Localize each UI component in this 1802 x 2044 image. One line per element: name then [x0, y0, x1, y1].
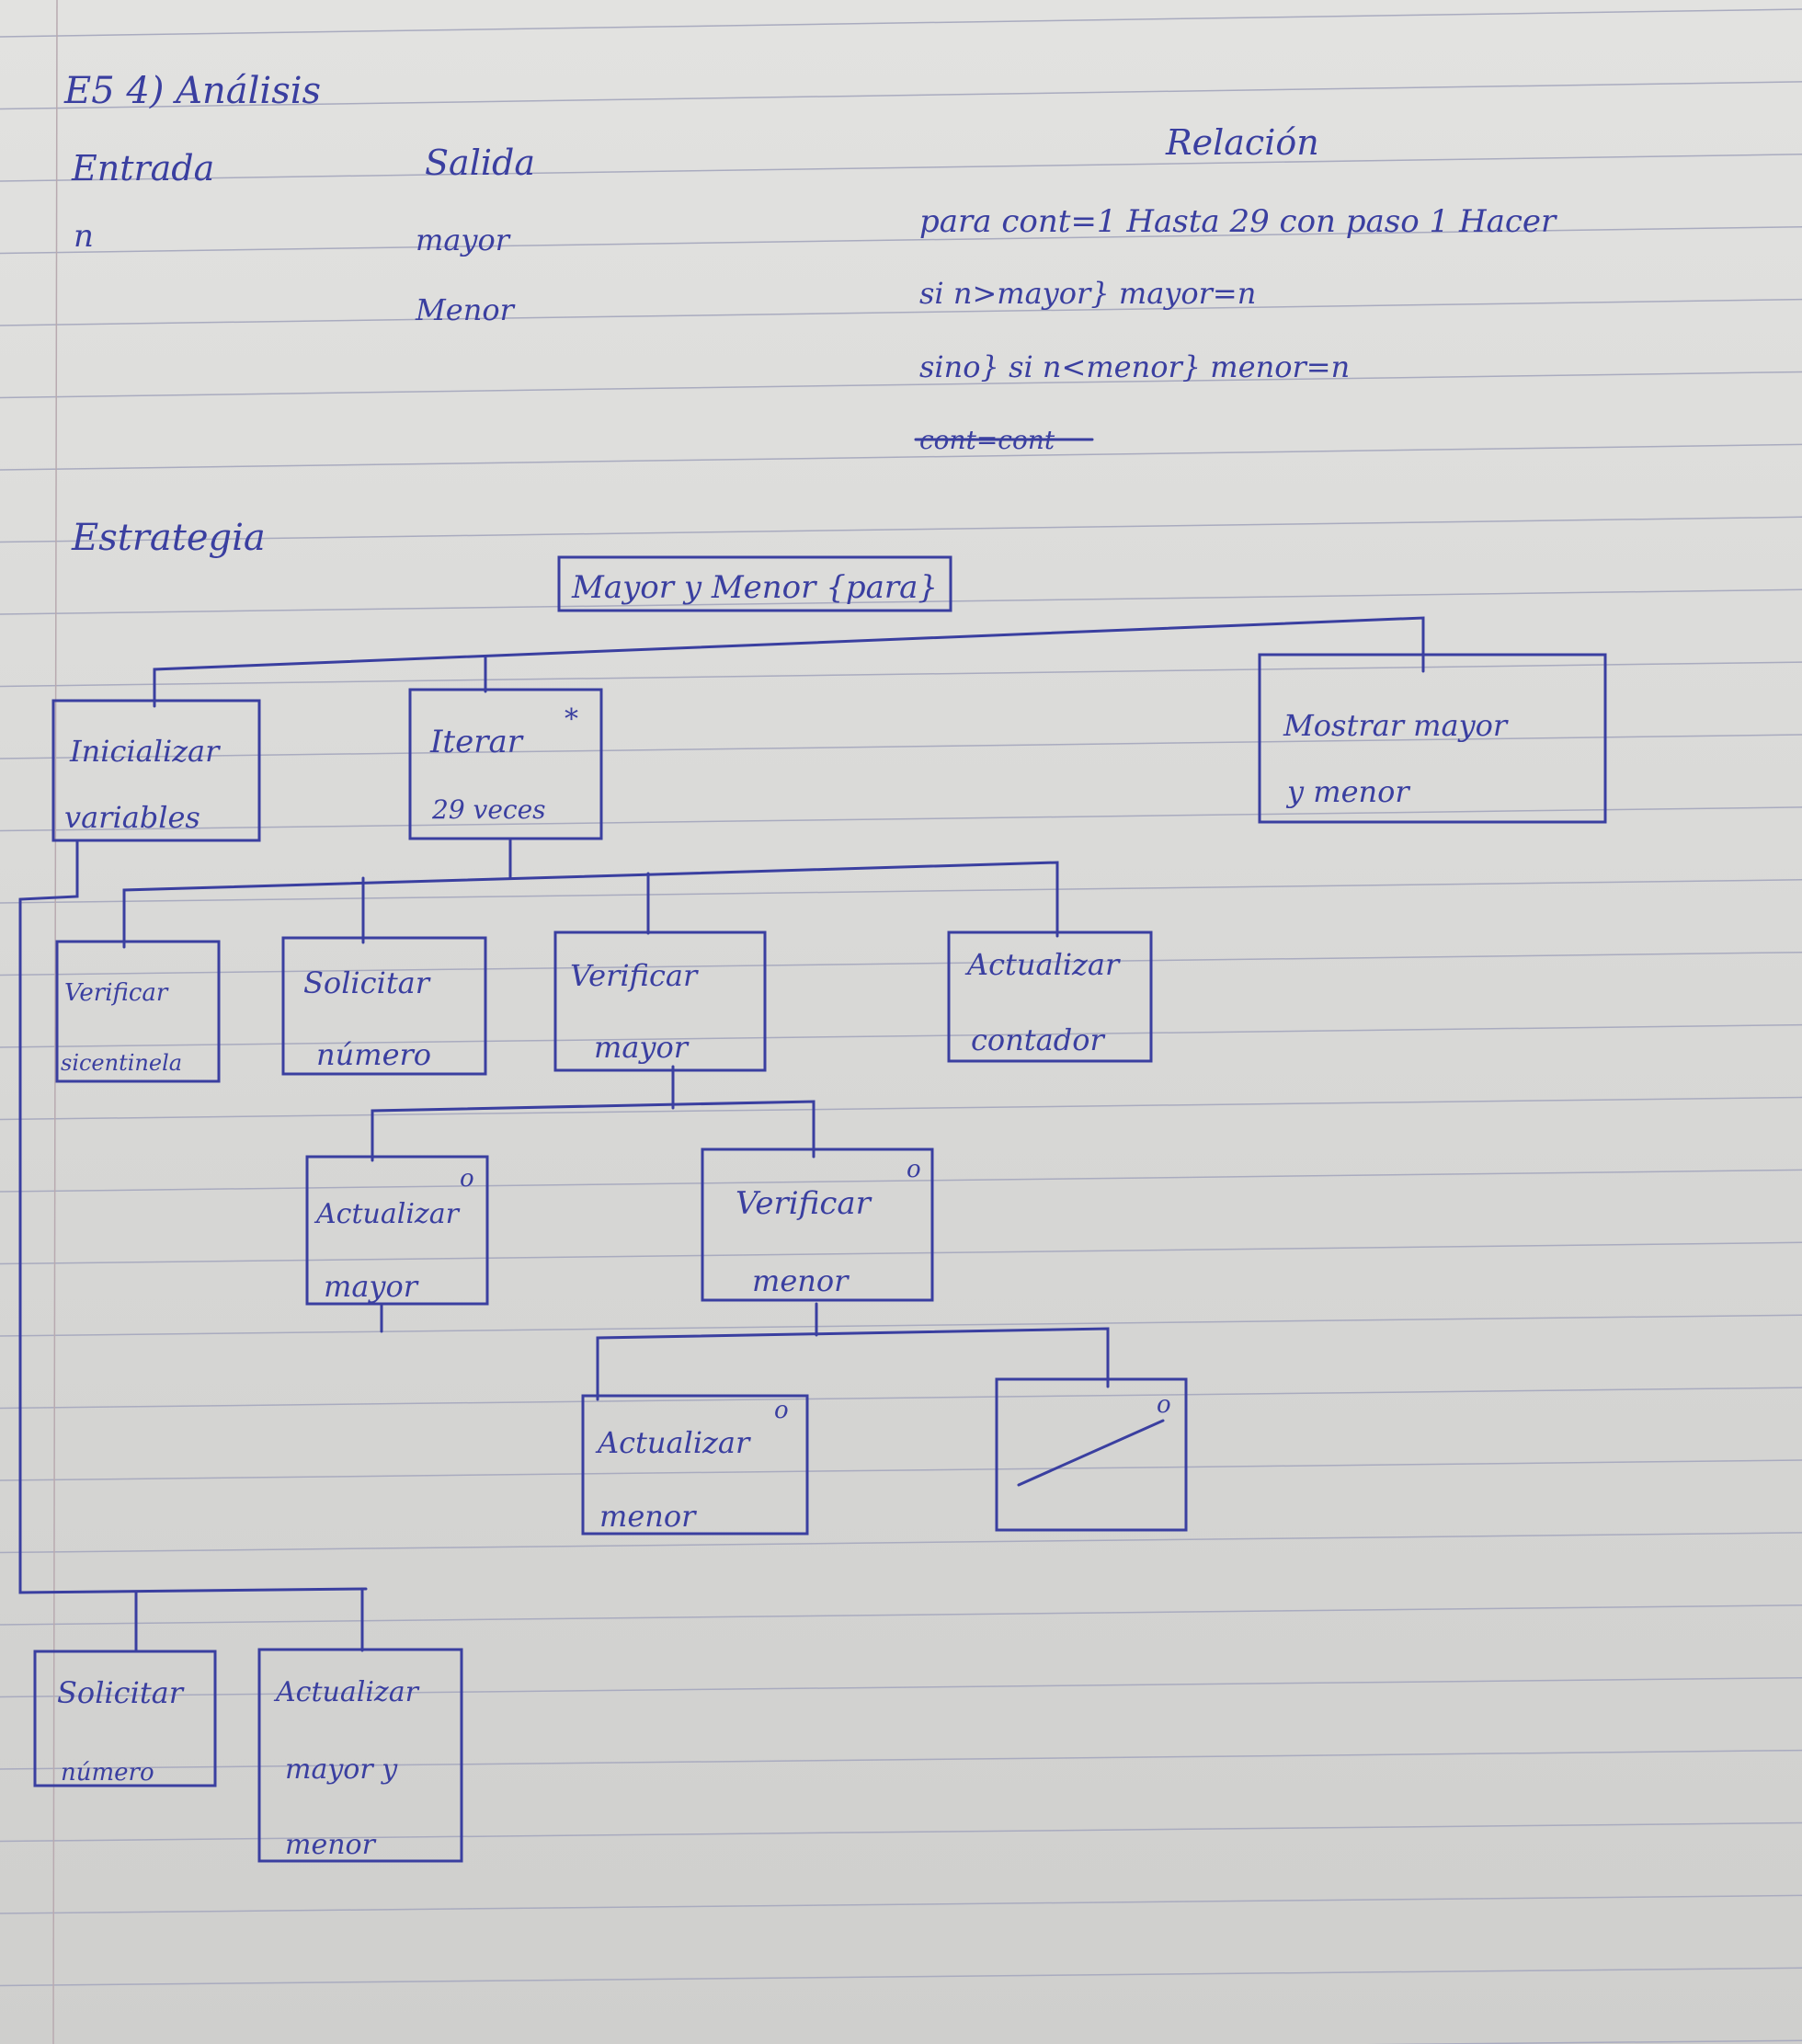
ruled-line	[0, 1894, 1802, 1914]
update-min-mark: o	[774, 1397, 789, 1424]
request-number-label-2: número	[316, 1037, 431, 1072]
relation-line-3: sino} si n<menor} menor=n	[919, 349, 1350, 384]
request-number-label-1: Solicitar	[303, 965, 431, 1000]
ruled-line	[0, 371, 1802, 399]
ruled-line	[0, 1604, 1802, 1626]
init-update-label-1: Actualizar	[273, 1676, 420, 1708]
ruled-line	[0, 1023, 1802, 1048]
show-box	[1258, 653, 1607, 824]
output-item-menor: Menor	[415, 292, 516, 327]
ruled-line	[0, 661, 1802, 688]
ruled-line	[0, 1459, 1802, 1481]
output-header: Salida	[425, 143, 535, 183]
ruled-line	[0, 1532, 1802, 1554]
ruled-line	[0, 1169, 1802, 1193]
ruled-line	[0, 1676, 1802, 1698]
ruled-line	[0, 298, 1802, 326]
relation-line-2: si n>mayor} mayor=n	[919, 276, 1256, 311]
check-min-label-2: menor	[752, 1263, 850, 1298]
ruled-line	[0, 1314, 1802, 1337]
ruled-line	[0, 1749, 1802, 1770]
ruled-line	[0, 8, 1802, 38]
ruled-line	[0, 516, 1802, 543]
check-max-box	[553, 931, 767, 1072]
request-number-box	[281, 936, 487, 1076]
ruled-line	[0, 1967, 1802, 1987]
root-box	[557, 555, 952, 612]
analysis-title: E5 4) Análisis	[63, 70, 321, 112]
check-sentinel-label-2: sicentinela	[61, 1050, 182, 1076]
empty-box	[995, 1377, 1188, 1532]
init-request-label-1: Solicitar	[57, 1675, 185, 1710]
empty-box-slash	[1017, 1419, 1165, 1487]
ruled-line	[0, 1387, 1802, 1410]
update-counter-box	[947, 931, 1153, 1063]
init-label-1: Inicializar	[69, 734, 221, 769]
iterate-label-2: 29 veces	[431, 794, 546, 825]
init-label-2: variables	[64, 800, 200, 835]
ruled-line	[0, 154, 1802, 182]
tree-connectors	[18, 616, 1425, 1652]
init-update-box	[257, 1648, 463, 1863]
output-item-mayor: mayor	[416, 223, 511, 257]
ruled-line	[0, 1096, 1802, 1121]
iterate-mark: *	[565, 703, 578, 736]
update-max-mark: o	[460, 1165, 474, 1193]
init-update-label-3: menor	[285, 1829, 377, 1861]
init-request-label-2: número	[61, 1759, 154, 1787]
input-header: Entrada	[71, 148, 214, 188]
input-item: n	[74, 218, 94, 255]
strategy-title: Estrategia	[71, 517, 266, 559]
check-min-label-1: Verificar	[736, 1185, 872, 1222]
update-min-label-2: menor	[599, 1499, 697, 1534]
ruled-line	[0, 443, 1802, 471]
update-min-box	[581, 1394, 809, 1536]
margin-line	[52, 0, 58, 2044]
ruled-line	[0, 81, 1802, 110]
check-sentinel-label-1: Verificar	[64, 979, 169, 1007]
update-max-label-1: Actualizar	[314, 1198, 461, 1230]
relation-header: Relación	[1165, 122, 1319, 163]
ruled-line	[0, 588, 1802, 615]
empty-mark: o	[1157, 1391, 1171, 1419]
show-label-2: y menor	[1285, 774, 1410, 809]
iterate-box	[408, 688, 603, 840]
relation-line-1: para cont=1 Hasta 29 con paso 1 Hacer	[919, 203, 1557, 240]
root-bar	[153, 616, 1425, 708]
check-max-label-2: mayor	[594, 1030, 690, 1065]
update-max-box	[305, 1155, 489, 1306]
tree-boxes	[33, 555, 1607, 1863]
check-sentinel-box	[55, 940, 221, 1083]
init-request-box	[33, 1650, 217, 1787]
check-max-label-1: Verificar	[570, 958, 699, 993]
ruled-line	[1365, 2039, 1802, 2044]
update-min-label-1: Actualizar	[595, 1425, 751, 1460]
show-label-1: Mostrar mayor	[1283, 708, 1509, 743]
iterate-label-1: Iterar	[429, 724, 524, 760]
ruled-line	[0, 1821, 1802, 1843]
ruled-line	[0, 1241, 1802, 1265]
check-min-box	[701, 1148, 934, 1302]
update-counter-label-2: contador	[971, 1022, 1105, 1057]
init-update-label-2: mayor y	[285, 1753, 398, 1786]
init-box	[51, 699, 261, 842]
ruled-line	[0, 225, 1802, 255]
ruled-line	[0, 806, 1802, 832]
update-max-label-2: mayor	[324, 1269, 419, 1304]
root-label: Mayor y Menor {para}	[571, 569, 938, 606]
ruled-lines	[0, 8, 1802, 2044]
ruled-line	[0, 879, 1802, 904]
check-min-mark: o	[907, 1156, 921, 1183]
ruled-line	[0, 734, 1802, 759]
update-counter-label-1: Actualizar	[964, 947, 1121, 982]
ruled-line	[0, 951, 1802, 976]
